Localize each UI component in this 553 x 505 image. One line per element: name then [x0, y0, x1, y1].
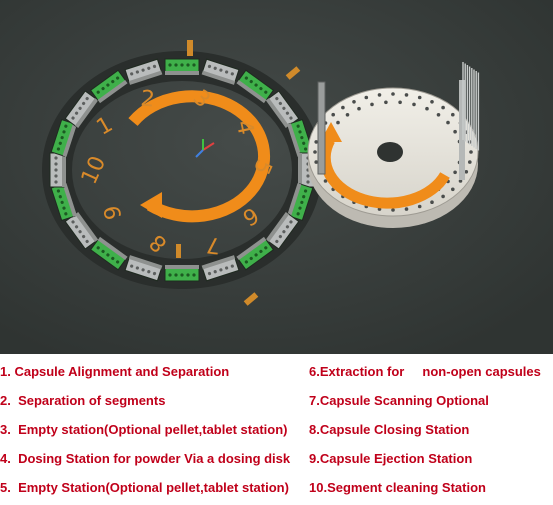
legend-item-2: 2. Separation of segments	[0, 393, 166, 408]
disk-hole	[323, 179, 328, 183]
station-number-4: 4	[231, 118, 258, 137]
segment-grey	[124, 255, 163, 282]
disk-hole	[370, 102, 374, 107]
station-number-7: 7	[205, 231, 222, 257]
disk-hole	[404, 207, 409, 211]
disk-hole	[412, 102, 416, 107]
segment-green	[89, 69, 128, 104]
station-number-2: 2	[139, 86, 156, 112]
segment-green	[236, 69, 275, 104]
disk-hole	[404, 93, 409, 97]
legend-item-10: 10.Segment cleaning Station	[309, 480, 486, 495]
legend-item-8: 8.Capsule Closing Station	[309, 422, 470, 437]
disk-hole	[441, 194, 445, 199]
legend-item-3: 3. Empty station(Optional pellet,tablet …	[0, 422, 288, 437]
disk-hole	[341, 105, 345, 110]
segment-green	[236, 236, 275, 271]
legend-item-4: 4. Dosing Station for powder Via a dosin…	[0, 451, 291, 466]
dosing-disk-hub	[377, 142, 403, 162]
segment-grey	[124, 58, 163, 85]
rotation-arrow-head	[140, 192, 162, 218]
segment-grey	[64, 90, 99, 128]
disk-hole	[451, 112, 455, 117]
segment-green	[50, 183, 77, 222]
disk-hole	[314, 140, 319, 144]
segment-green	[89, 236, 128, 271]
disk-hole	[469, 150, 473, 154]
legend-item-7: 7.Capsule Scanning Optional	[309, 393, 489, 408]
disk-hole	[377, 93, 382, 97]
disk-hole	[453, 129, 457, 134]
segment-green	[164, 58, 200, 75]
disk-hole	[453, 170, 457, 175]
segment-grey	[64, 212, 99, 250]
disk-hole	[313, 150, 317, 154]
pin-bottom-right	[243, 292, 259, 306]
pin-bottom	[176, 244, 181, 258]
segment-green	[164, 265, 200, 282]
legend-item-5: 5. Empty Station(Optional pellet,tablet …	[0, 480, 289, 495]
segment-grey	[201, 255, 240, 282]
pin-right	[285, 66, 301, 80]
disk-hole	[364, 95, 369, 100]
disk-hole	[391, 208, 395, 212]
axis-gizmo	[195, 139, 215, 158]
disk-hole	[451, 187, 455, 192]
rotation-arrow-arc	[128, 90, 271, 223]
disk-hole	[352, 100, 356, 104]
disk-hole	[430, 100, 434, 104]
disk-hole	[425, 106, 429, 111]
segment-green	[287, 118, 314, 157]
disk-hole	[417, 204, 422, 209]
station-legend: 1. Capsule Alignment and Separation 2. S…	[0, 354, 553, 505]
dosing-needles	[462, 62, 480, 151]
disk-hole	[357, 106, 361, 111]
dosing-disk	[307, 62, 480, 228]
segment-grey	[49, 152, 66, 188]
disk-hole	[398, 100, 402, 105]
disk-hole	[331, 112, 336, 117]
legend-item-6: 6.Extraction for non-open capsules	[309, 364, 541, 379]
disk-post-left	[317, 81, 326, 175]
segment-green	[50, 118, 77, 157]
disk-hole	[464, 170, 469, 174]
disk-hole	[391, 92, 395, 96]
disk-hole	[384, 100, 388, 105]
disk-hole	[430, 200, 434, 204]
disk-hole	[336, 120, 340, 125]
disk-hole	[417, 95, 422, 100]
legend-item-9: 9.Capsule Ejection Station	[309, 451, 473, 466]
segment-ring	[49, 58, 315, 282]
disk-hole	[314, 160, 319, 164]
disk-post-right	[459, 80, 465, 180]
station-number-9: 9	[100, 203, 127, 222]
segment-grey	[265, 212, 300, 250]
disk-hole	[345, 113, 350, 117]
disk-hole	[458, 179, 463, 183]
pin-top	[187, 40, 193, 56]
segment-grey	[201, 58, 240, 85]
segment-green	[287, 183, 314, 222]
disk-hole	[436, 113, 441, 117]
legend-item-1: 1. Capsule Alignment and Separation	[0, 364, 230, 379]
disk-hole	[446, 120, 450, 125]
disk-hole	[441, 105, 445, 110]
disk-hole	[468, 160, 472, 164]
